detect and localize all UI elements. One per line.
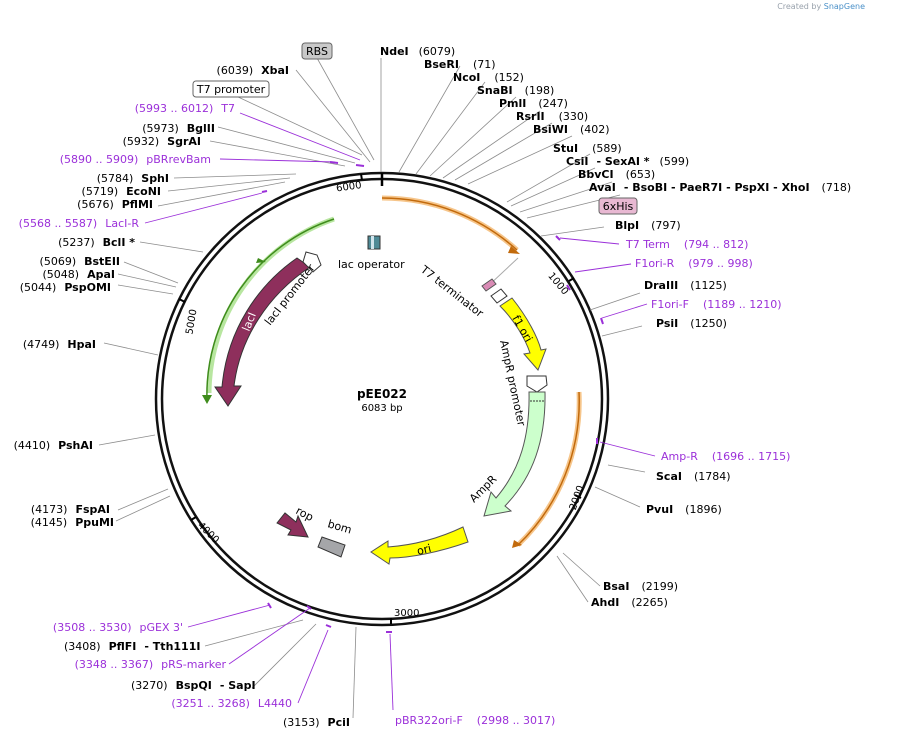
site-ppumi: (4145)PpuMI bbox=[31, 516, 114, 529]
laci-feature[interactable] bbox=[214, 257, 311, 407]
t7-terminator-feature[interactable] bbox=[481, 278, 497, 292]
site-scai: ScaI(1784) bbox=[656, 470, 731, 483]
rbs-box bbox=[301, 42, 333, 60]
ampr-promoter-label: AmpR promoter bbox=[497, 339, 528, 428]
primer-marks bbox=[261, 161, 604, 633]
site-bseri: BseRI(71) bbox=[424, 58, 496, 71]
snapgene-logo: SnapGene bbox=[823, 2, 865, 11]
tick-label-1000: 1000 bbox=[545, 271, 570, 298]
laci-promoter-feature[interactable] bbox=[302, 251, 322, 273]
site-csii: CsiI- SexAI *(599) bbox=[566, 155, 689, 168]
rbs-label: RBS bbox=[306, 45, 328, 58]
orf-right-arc bbox=[517, 391, 580, 546]
primer-f1orir: F1ori-R(979 .. 998) bbox=[635, 257, 753, 270]
6xhis-box bbox=[598, 197, 638, 215]
t7-terminator-label: T7 terminator bbox=[417, 263, 486, 321]
ori-feature[interactable] bbox=[370, 526, 469, 565]
scale-ticks bbox=[178, 173, 582, 624]
bom-label: bom bbox=[326, 517, 353, 536]
site-pmli: PmlI(247) bbox=[499, 97, 568, 110]
f1-ori-feature[interactable] bbox=[499, 297, 547, 371]
site-bsiwi: BsiWI(402) bbox=[533, 123, 610, 136]
site-sphi: (5784)SphI bbox=[97, 172, 169, 185]
t7-promoter-label: T7 promoter bbox=[196, 83, 266, 96]
plasmid-name: pEE022 bbox=[357, 387, 407, 401]
site-xbai: (6039)XbaI bbox=[217, 64, 289, 77]
ampr-feature[interactable] bbox=[483, 391, 546, 517]
site-bsteii: (5069)BstEII bbox=[40, 255, 120, 268]
site-draiii: DraIII(1125) bbox=[644, 279, 727, 292]
bom-feature[interactable] bbox=[317, 536, 346, 558]
primer-t7: (5993 .. 6012)T7 bbox=[135, 102, 235, 115]
site-pvui: PvuI(1896) bbox=[646, 503, 722, 516]
site-bsai: BsaI(2199) bbox=[603, 580, 678, 593]
site-ncoi: NcoI(152) bbox=[453, 71, 524, 84]
primer-l4440: (3251 .. 3268)L4440 bbox=[171, 697, 292, 710]
site-sgrai: (5932)SgrAI bbox=[123, 135, 201, 148]
orf-top-arc bbox=[381, 197, 518, 251]
primer-labels: (5993 .. 6012)T7 (5890 .. 5909)pBRrevBam… bbox=[19, 102, 791, 727]
6xhis-label: 6xHis bbox=[603, 200, 634, 213]
tick-label-3000: 3000 bbox=[394, 608, 419, 619]
t7-promoter-box bbox=[192, 80, 270, 98]
primer-leader-lines bbox=[144, 112, 656, 711]
site-stui: StuI(589) bbox=[553, 142, 622, 155]
site-apai: (5048)ApaI bbox=[43, 268, 115, 281]
primer-pbr322orif: pBR322ori-F(2998 .. 3017) bbox=[395, 714, 555, 727]
site-pspomi: (5044)PspOMI bbox=[20, 281, 111, 294]
rop-feature[interactable] bbox=[276, 512, 309, 538]
site-pflmi: (5676)PflMI bbox=[77, 198, 153, 211]
site-bspqi: (3270)BspQI- SapI bbox=[131, 679, 256, 692]
primer-pbrrevbam: (5890 .. 5909)pBRrevBam bbox=[60, 153, 211, 166]
ori-label: ori bbox=[416, 542, 433, 558]
site-pcii: (3153)PciI bbox=[283, 716, 350, 729]
tick-label-6000: 6000 bbox=[336, 180, 363, 194]
site-ahdi: AhdI(2265) bbox=[591, 596, 668, 609]
primer-t7term: T7 Term(794 .. 812) bbox=[625, 238, 748, 251]
site-blpi: BlpI(797) bbox=[615, 219, 681, 232]
primer-pgex3: (3508 .. 3530)pGEX 3' bbox=[53, 621, 183, 634]
site-avai: AvaI- BsoBI - PaeR7I - PspXI - XhoI(718) bbox=[589, 181, 851, 194]
site-rsrii: RsrII(330) bbox=[516, 110, 588, 123]
site-bglii: (5973)BglII bbox=[142, 122, 215, 135]
primer-prsmarker: (3348 .. 3367)pRS-marker bbox=[75, 658, 227, 671]
primer-ampr: Amp-R(1696 .. 1715) bbox=[661, 450, 790, 463]
site-bcli: (5237)BclI * bbox=[58, 236, 135, 249]
site-pshai: (4410)PshAI bbox=[14, 439, 93, 452]
site-econi: (5719)EcoNI bbox=[82, 185, 161, 198]
site-leader-lines bbox=[98, 57, 646, 719]
laci-orf-arrowhead bbox=[202, 395, 212, 404]
site-pflfi: (3408)PflFI- Tth111I bbox=[64, 640, 200, 653]
ampr-promoter-feature[interactable] bbox=[526, 375, 548, 393]
plasmid-length: 6083 bp bbox=[361, 403, 402, 414]
site-hpai: (4749)HpaI bbox=[23, 338, 96, 351]
tick-label-5000: 5000 bbox=[184, 308, 199, 335]
primer-lacir: (5568 .. 5587)LacI-R bbox=[19, 217, 140, 230]
laci-orf-arc bbox=[206, 218, 335, 402]
site-bbvci: BbvCI(653) bbox=[578, 168, 655, 181]
site-psii: PsiI(1250) bbox=[656, 317, 727, 330]
lac-operator-label: lac operator bbox=[338, 258, 405, 271]
site-labels: NdeI(6079) BseRI(71) NcoI(152) SnaBI(198… bbox=[14, 45, 852, 729]
site-snabi: SnaBI(198) bbox=[477, 84, 554, 97]
snapgene-credit: Created by SnapGene bbox=[777, 2, 865, 11]
site-ndei: NdeI(6079) bbox=[380, 45, 455, 58]
orf-top-glow bbox=[381, 195, 519, 252]
primer-f1orif: F1ori-F(1189 .. 1210) bbox=[651, 298, 782, 311]
site-fspai: (4173)FspAI bbox=[31, 503, 110, 516]
